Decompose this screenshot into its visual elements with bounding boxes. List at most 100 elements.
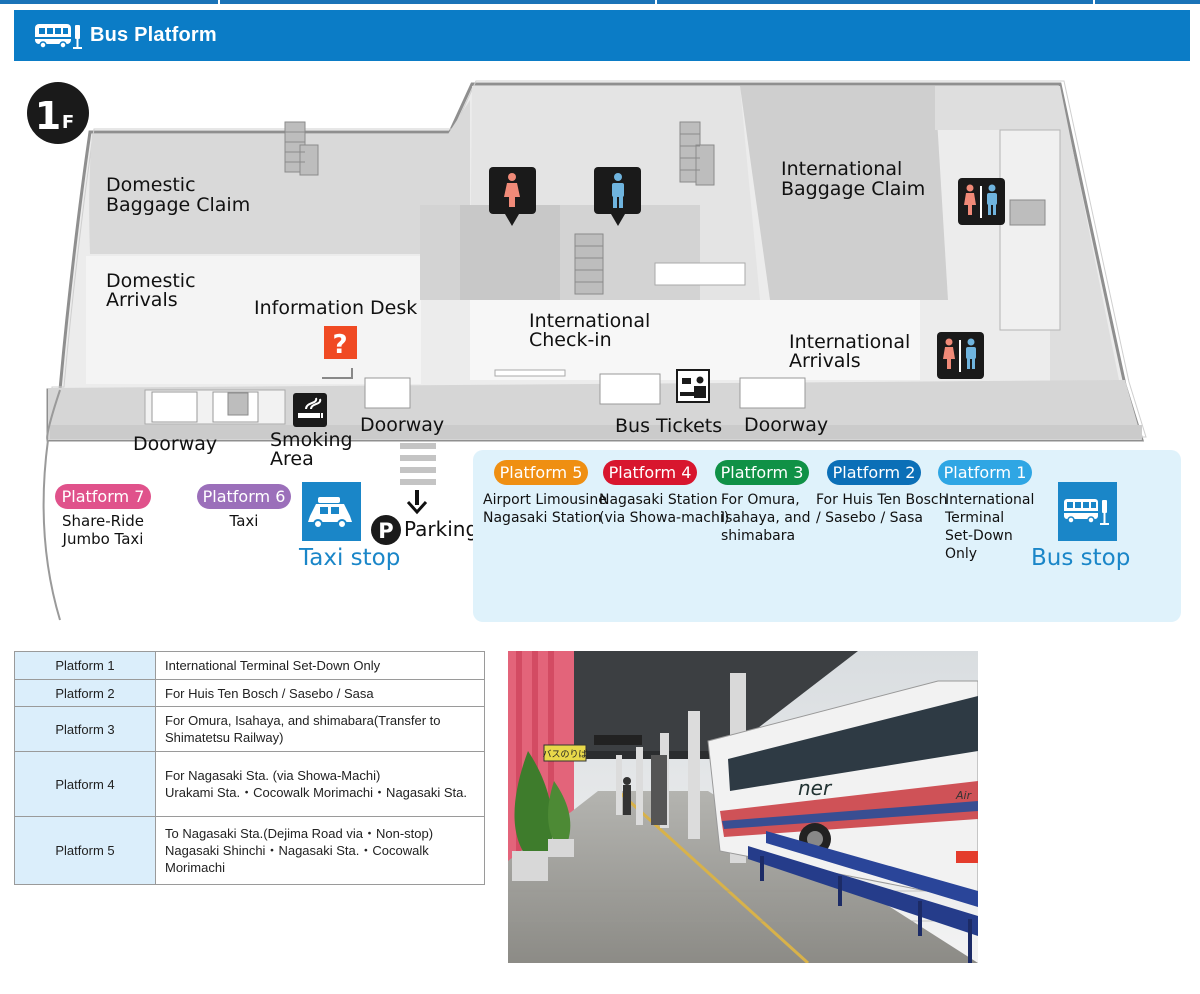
down-arrow-icon xyxy=(406,490,428,515)
taxi-platform-description: Taxi xyxy=(229,512,259,530)
table-row: Platform 5 To Nagasaki Sta.(Dejima Road … xyxy=(14,816,485,885)
mens-restroom-icon xyxy=(594,167,641,226)
destination-cell: For Nagasaki Sta. (via Showa-Machi) Urak… xyxy=(155,751,485,817)
bus-platform-label: Platform 1 xyxy=(944,463,1027,482)
restroom-icon xyxy=(937,332,984,379)
bus-platform-badge xyxy=(827,460,921,485)
bus-platform-label: Platform 5 xyxy=(500,463,583,482)
bus-platform-description: shimabara xyxy=(721,528,795,544)
restroom-icon xyxy=(958,178,1005,225)
bus-logo-text: ner xyxy=(798,776,833,800)
intl-arrivals-label: Arrivals xyxy=(789,350,861,372)
womens-restroom-icon xyxy=(489,167,536,226)
domestic-baggage-label: Domestic xyxy=(106,174,196,196)
destination-line: International Terminal Set-Down Only xyxy=(165,658,381,673)
platform-cell: Platform 2 xyxy=(14,679,156,707)
taxi-platform-label: Platform 7 xyxy=(62,487,145,506)
parking-icon: P xyxy=(371,515,401,545)
bus-stop-icon xyxy=(35,23,82,49)
svg-text:P: P xyxy=(378,519,393,543)
destination-line: To Nagasaki Sta.(Dejima Road via・Non-sto… xyxy=(165,826,434,841)
platform-cell: Platform 3 xyxy=(14,706,156,752)
taxi-platform-description: Jumbo Taxi xyxy=(62,530,144,548)
bus-platform-badge xyxy=(938,460,1032,485)
bus-platform-badge xyxy=(715,460,809,485)
crosswalk xyxy=(400,443,436,485)
taxi-platform-badge xyxy=(55,484,151,509)
smoking-icon xyxy=(293,393,327,427)
top-nav-line xyxy=(0,0,1200,4)
intl-baggage-label: International xyxy=(781,158,902,180)
table-row: Platform 2 For Huis Ten Bosch / Sasebo /… xyxy=(14,679,485,707)
bus-tickets-label: Bus Tickets xyxy=(615,415,722,437)
bus-platform-description: Airport Limousine xyxy=(483,492,607,508)
curb-line xyxy=(42,439,61,621)
intl-baggage-label: Baggage Claim xyxy=(781,178,925,200)
section-title: Bus Platform xyxy=(90,24,217,46)
taxi-icon xyxy=(302,482,361,541)
platform-cell: Platform 1 xyxy=(14,651,156,680)
nav-separator xyxy=(655,0,657,4)
bus-platform-description: (via Showa-machi) xyxy=(599,510,729,526)
floor-number: 1 xyxy=(35,94,61,138)
nav-separator xyxy=(218,0,220,4)
bus-platform-description: Terminal xyxy=(944,510,1004,526)
taxi-stop-label: Taxi stop xyxy=(298,545,400,571)
information-icon: ? xyxy=(324,326,357,360)
bus-platform-description: / Sasebo / Sasa xyxy=(816,510,923,526)
nav-separator xyxy=(1093,0,1095,4)
taxi-platform-description: Share-Ride xyxy=(62,512,144,530)
smoking-area-label: Area xyxy=(270,448,314,470)
bus-platform-description: Set-Down xyxy=(945,528,1013,544)
bus-ticket-icon xyxy=(676,369,710,403)
bus-platform-description: Only xyxy=(945,546,977,562)
smoking-area-label: Smoking xyxy=(270,429,353,451)
parking-label: Parking xyxy=(404,517,478,541)
destination-line: Nagasaki Shinchi・Nagasaki Sta.・Cocowalk … xyxy=(165,843,429,875)
taxi-platform-badge xyxy=(197,484,291,509)
platform-table: Platform 1 International Terminal Set-Do… xyxy=(14,651,485,885)
destination-line: For Huis Ten Bosch / Sasebo / Sasa xyxy=(165,685,374,701)
floor-letter: F xyxy=(62,112,74,133)
domestic-arrivals-label: Arrivals xyxy=(106,289,178,311)
doorway-right-label: Doorway xyxy=(744,414,828,436)
bus-logo-text: Air xyxy=(955,789,973,802)
intl-checkin-label: Check-in xyxy=(529,329,612,351)
curb-line xyxy=(46,389,61,441)
destination-cell: International Terminal Set-Down Only xyxy=(155,651,485,680)
destination-cell: To Nagasaki Sta.(Dejima Road via・Non-sto… xyxy=(155,816,485,885)
bus-platform-photo: バスのりば ner Air xyxy=(508,651,978,963)
bus-platform-badge xyxy=(494,460,588,485)
bus-platform-label: Platform 2 xyxy=(833,463,916,482)
bus-stop-label: Bus stop xyxy=(1031,545,1130,571)
intl-arrivals-label: International xyxy=(789,331,910,353)
bus-stop-icon xyxy=(1058,482,1117,541)
floor-map: 1 F Domestic Baggage Claim Domestic Arri… xyxy=(27,80,1181,622)
destination-line: For Nagasaki Sta. (via Showa-Machi) xyxy=(165,768,381,783)
information-desk-label: Information Desk xyxy=(254,297,417,319)
platform-cell: Platform 5 xyxy=(14,816,156,885)
bus-platform-label: Platform 3 xyxy=(721,463,804,482)
table-row: Platform 4 For Nagasaki Sta. (via Showa-… xyxy=(14,751,485,817)
table-row: Platform 1 International Terminal Set-Do… xyxy=(14,651,485,680)
bus-platform-description: For Huis Ten Bosch xyxy=(816,492,948,508)
section-header: Bus Platform xyxy=(14,10,1190,61)
destination-line: Urakami Sta.・Cocowalk Morimachi・Nagasaki… xyxy=(165,785,467,800)
svg-text:?: ? xyxy=(332,330,347,360)
destination-cell: For Omura, Isahaya, and shimabara(Transf… xyxy=(155,706,485,752)
bus-platform-description: Nagasaki Station xyxy=(483,510,602,526)
bus-stop-zone xyxy=(473,450,1181,622)
destination-line: For Omura, Isahaya, and shimabara(Transf… xyxy=(165,713,441,745)
platform-sign: バスのりば xyxy=(542,749,587,760)
domestic-arrivals-label: Domestic xyxy=(106,270,196,292)
bus-platform-description: Isahaya, and xyxy=(721,510,811,526)
bus-platform-description: Nagasaki Station xyxy=(599,492,718,508)
bus-platform-label: Platform 4 xyxy=(609,463,692,482)
taxi-platform-label: Platform 6 xyxy=(203,487,286,506)
bus-platform-description: For Omura, xyxy=(721,492,800,508)
table-row: Platform 3 For Omura, Isahaya, and shima… xyxy=(14,706,485,752)
domestic-baggage-label: Baggage Claim xyxy=(106,194,250,216)
doorway-left-label: Doorway xyxy=(133,433,217,455)
terminal-building xyxy=(46,80,1147,442)
